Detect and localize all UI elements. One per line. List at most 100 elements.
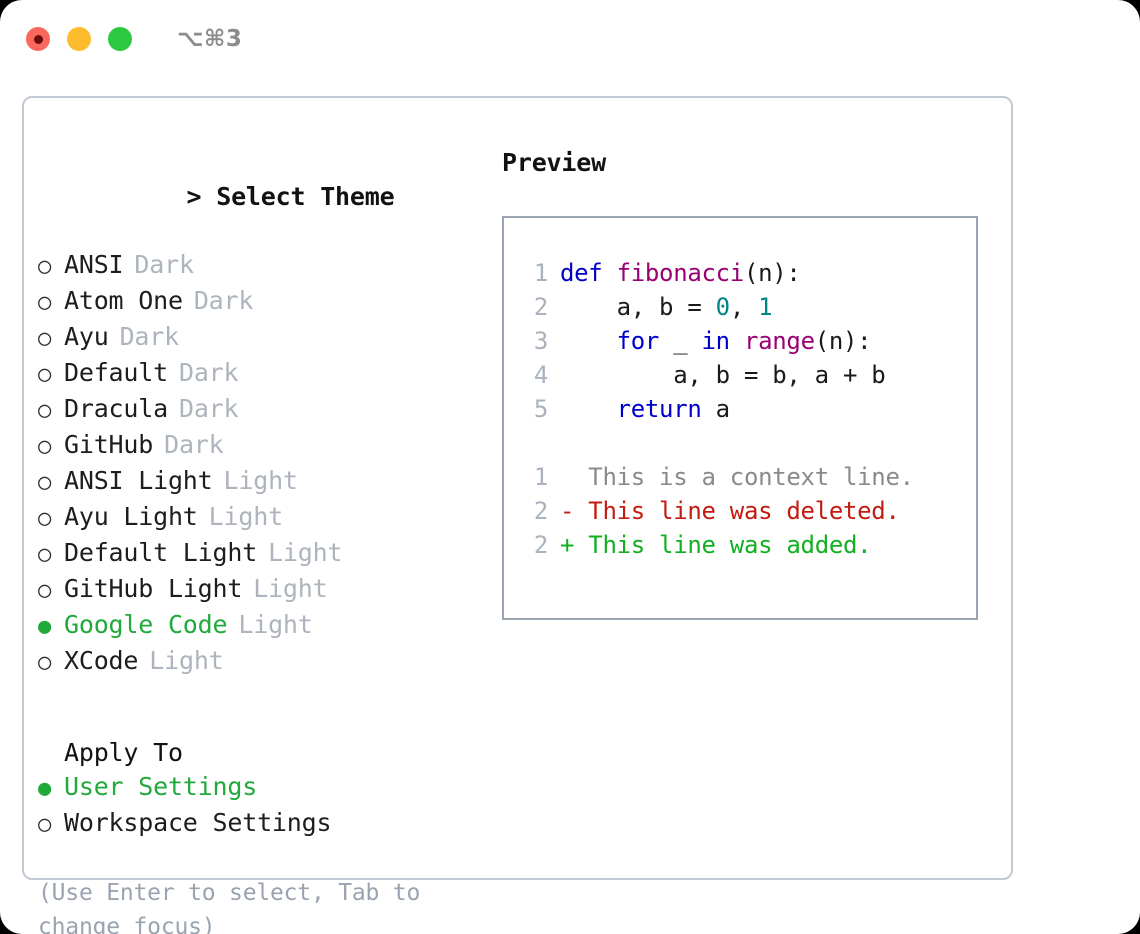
code-token: _ xyxy=(659,327,702,355)
select-theme-heading-label: Select Theme xyxy=(216,182,395,211)
line-number: 5 xyxy=(533,395,548,423)
theme-option-label: Atom One xyxy=(64,286,183,315)
theme-option-variant-badge: Light xyxy=(268,538,343,567)
line-number: 2 xyxy=(533,497,548,525)
code-token: fibonacci xyxy=(616,259,745,287)
line-number: 2 xyxy=(533,531,548,559)
theme-option-variant-badge: Dark xyxy=(134,250,194,279)
minimize-button[interactable] xyxy=(67,27,91,51)
diff-line: 2+ This line was added. xyxy=(524,528,976,562)
code-token: a xyxy=(701,395,730,423)
theme-option-label: GitHub xyxy=(64,430,154,459)
diff-sample: 1 This is a context line. 2- This line wa… xyxy=(524,460,976,562)
theme-option-label: ANSI Light xyxy=(64,466,213,495)
code-line: 5 return a xyxy=(524,392,976,426)
theme-option-variant-badge: Dark xyxy=(119,322,180,351)
code-token: , xyxy=(729,293,759,321)
code-token: range xyxy=(743,327,815,355)
theme-option-default[interactable]: ○ Default Dark xyxy=(38,356,488,392)
line-number: 2 xyxy=(533,293,548,321)
diff-marker: + xyxy=(560,531,575,559)
diff-text: This is a context line. xyxy=(574,463,914,491)
code-line: 4 a, b = b, a + b xyxy=(524,358,976,392)
code-token: def xyxy=(560,259,617,287)
theme-option-variant-badge: Light xyxy=(223,466,298,495)
code-token xyxy=(730,327,744,355)
code-token: for xyxy=(616,327,660,355)
line-number: 3 xyxy=(533,327,548,355)
theme-option-variant-badge: Light xyxy=(253,574,328,603)
code-token: a, b = b, a + b xyxy=(560,361,886,389)
radio-unselected-icon: ○ xyxy=(38,470,52,495)
radio-unselected-icon: ○ xyxy=(38,650,52,675)
radio-selected-icon: ● xyxy=(38,776,52,801)
select-theme-heading: > Select Theme xyxy=(38,146,488,248)
close-button[interactable] xyxy=(26,27,50,51)
code-token: (n): xyxy=(814,327,872,355)
theme-option-ansi-light[interactable]: ○ ANSI Light Light xyxy=(38,464,488,500)
radio-unselected-icon: ○ xyxy=(38,542,52,567)
code-token xyxy=(560,395,617,423)
code-token: a, b = xyxy=(560,293,716,321)
traffic-lights xyxy=(26,27,132,51)
theme-option-default-light[interactable]: ○ Default Light Light xyxy=(38,536,488,572)
theme-option-ayu-light[interactable]: ○ Ayu Light Light xyxy=(38,500,488,536)
diff-marker xyxy=(560,463,574,491)
radio-unselected-icon: ○ xyxy=(38,254,52,279)
theme-option-github-light[interactable]: ○ GitHub Light Light xyxy=(38,572,488,608)
theme-option-variant-badge: Light xyxy=(238,610,313,639)
zoom-button[interactable] xyxy=(108,27,132,51)
line-number: 1 xyxy=(533,463,548,491)
theme-option-variant-badge: Dark xyxy=(164,430,224,459)
radio-selected-icon: ● xyxy=(38,614,52,639)
theme-option-label: ANSI xyxy=(64,250,124,279)
code-token: 0 xyxy=(715,293,730,321)
theme-option-label: Dracula xyxy=(64,394,168,423)
code-token xyxy=(560,327,617,355)
code-line: 1 def fibonacci(n): xyxy=(524,256,976,290)
theme-option-xcode[interactable]: ○ XCode Light xyxy=(38,644,488,680)
theme-option-label: Default Light xyxy=(64,538,258,567)
apply-to-option-user-settings[interactable]: ● User Settings xyxy=(38,770,488,806)
apply-to-option-list: ● User Settings ○Workspace Settings xyxy=(38,770,488,842)
apply-to-option-label: User Settings xyxy=(64,772,258,801)
diff-text: This line was deleted. xyxy=(574,497,900,525)
prompt-caret-icon: > xyxy=(186,182,202,211)
theme-option-label: Ayu Light xyxy=(64,502,198,531)
code-token: (n): xyxy=(743,259,801,287)
theme-option-ansi[interactable]: ○ ANSI Dark xyxy=(38,248,488,284)
theme-option-variant-badge: Light xyxy=(208,502,283,531)
diff-marker: - xyxy=(560,497,575,525)
apply-to-option-workspace-settings[interactable]: ○Workspace Settings xyxy=(38,806,488,842)
theme-option-label: Default xyxy=(64,358,168,387)
apply-to-heading: Apply To xyxy=(64,738,183,767)
diff-line: 1 This is a context line. xyxy=(524,460,976,494)
radio-unselected-icon: ○ xyxy=(38,578,52,603)
theme-option-variant-badge: Dark xyxy=(178,358,239,387)
radio-unselected-icon: ○ xyxy=(38,812,52,837)
code-line: 2 a, b = 0, 1 xyxy=(524,290,976,324)
theme-option-label: XCode xyxy=(64,646,139,675)
code-token: in xyxy=(701,327,731,355)
line-number: 1 xyxy=(533,259,548,287)
title-bar: ⌥⌘3 xyxy=(0,0,1140,78)
theme-option-label: Ayu xyxy=(64,322,109,351)
theme-option-label: GitHub Light xyxy=(64,574,243,603)
radio-unselected-icon: ○ xyxy=(38,362,52,387)
code-token: return xyxy=(616,395,702,423)
preview-title: Preview xyxy=(502,148,606,177)
radio-unselected-icon: ○ xyxy=(38,398,52,423)
radio-unselected-icon: ○ xyxy=(38,506,52,531)
theme-option-variant-badge: Light xyxy=(149,646,224,675)
